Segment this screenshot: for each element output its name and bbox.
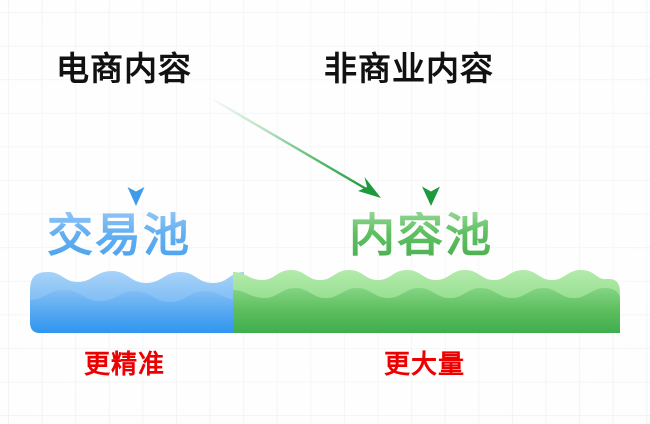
content-pool-caption: 更大量 — [384, 349, 466, 379]
content-pool-wave-dark — [233, 288, 620, 333]
trade-pool-title: 交易池 — [47, 209, 191, 261]
noncommercial-to-content-pool-arrow — [422, 92, 440, 206]
trade-pool-caption: 更精准 — [84, 349, 166, 379]
arrow-head — [422, 186, 440, 206]
arrow-shaft — [213, 98, 369, 192]
heading-ecommerce-content: 电商内容 — [56, 50, 192, 87]
content-pool-title: 内容池 — [349, 209, 493, 261]
arrow-head — [127, 187, 145, 206]
ecommerce-to-trade-pool-arrow — [127, 92, 145, 206]
content-pool-shape — [233, 270, 620, 333]
trade-pool-shape — [30, 271, 244, 333]
ecommerce-to-content-pool-arrow — [213, 98, 381, 198]
trade-pool-wave-dark — [30, 290, 244, 333]
heading-noncommercial-content: 非商业内容 — [324, 50, 494, 87]
arrow-head — [358, 177, 381, 198]
